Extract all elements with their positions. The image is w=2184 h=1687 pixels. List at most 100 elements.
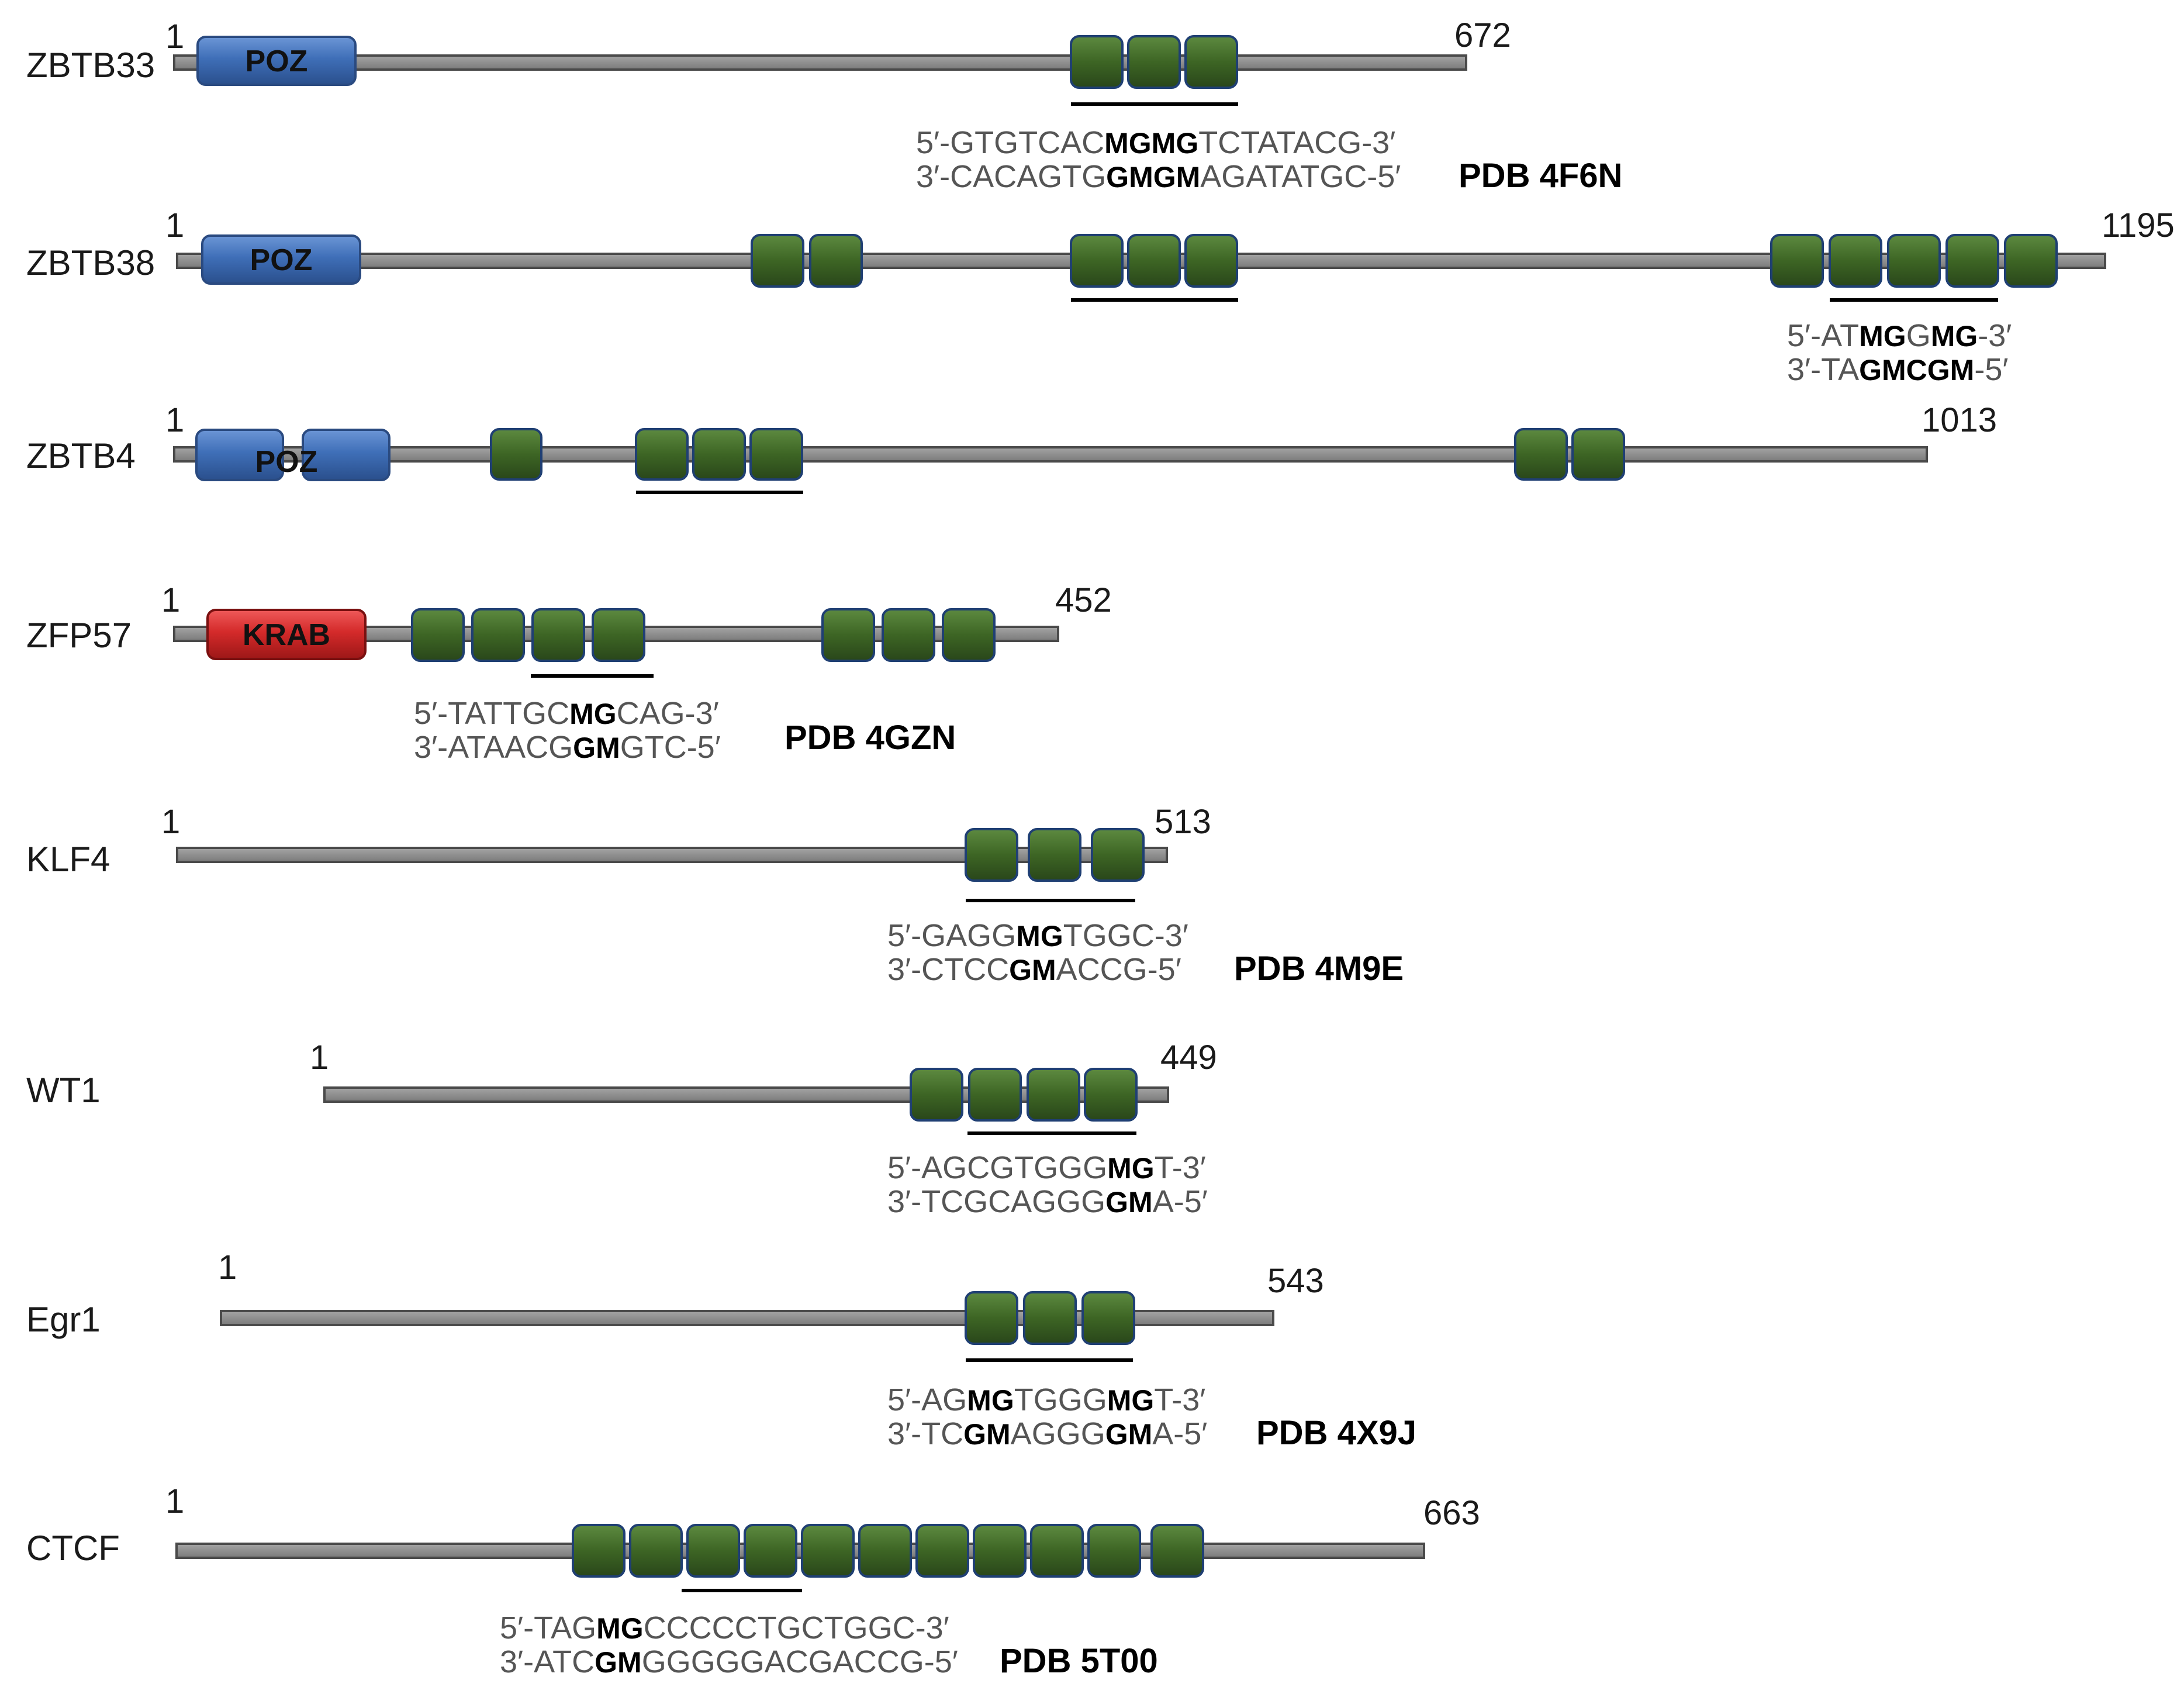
zinc-finger-cluster [1514, 428, 1625, 481]
zinc-finger-cluster [411, 608, 645, 662]
zinc-finger [1571, 428, 1625, 481]
zinc-finger [1081, 1291, 1135, 1345]
protein-name: ZBTB33 [26, 46, 155, 85]
dna-sequence-bottom: 3′-TCGCAGGGGMA-5′ [887, 1184, 1208, 1219]
end-residue: 449 [1160, 1039, 1217, 1077]
dna-sequence-top: 5′-TAGMGCCCCCTGCTGGC-3′ [500, 1610, 949, 1645]
zinc-finger [1150, 1524, 1204, 1578]
protein-name: CTCF [26, 1529, 120, 1568]
protein-name: ZBTB38 [26, 243, 155, 282]
zinc-finger [751, 234, 804, 288]
protein-backbone [173, 446, 1928, 463]
zinc-finger [1070, 234, 1124, 288]
zinc-finger [1770, 234, 1824, 288]
end-residue: 1013 [1922, 401, 1997, 439]
zinc-finger-cluster [1070, 234, 1238, 288]
zinc-finger [1091, 828, 1145, 882]
zinc-finger-cluster [910, 1068, 1138, 1122]
zinc-finger [1030, 1524, 1084, 1578]
row-ctcf: CTCF 1 663 5′-TAGMGCCCCCTGCTGGC-3′ 3′-AT… [26, 1482, 1480, 1680]
dna-sequence-top: 5′-ATMGGMG-3′ [1787, 318, 2012, 353]
zinc-finger [968, 1068, 1022, 1122]
dna-sequence-bottom: 3′-CACAGTGGMGMAGATATGC-5′ [916, 159, 1401, 194]
zinc-finger [1887, 234, 1941, 288]
zinc-finger [686, 1524, 740, 1578]
zinc-finger [965, 1291, 1018, 1345]
poz-domain: POZ [195, 429, 391, 481]
end-residue: 452 [1055, 581, 1112, 619]
zinc-finger [2004, 234, 2058, 288]
zinc-finger [692, 428, 746, 481]
end-residue: 543 [1267, 1262, 1324, 1300]
zinc-finger [411, 608, 465, 662]
pdb-id: PDB 4X9J [1256, 1414, 1416, 1452]
domain-label: POZ [250, 243, 313, 277]
pdb-id: PDB 4F6N [1459, 157, 1622, 195]
dna-sequence-bottom: 3′-TAGMCGM-5′ [1787, 352, 2008, 387]
protein-name: ZBTB4 [26, 436, 136, 475]
domain-label: POZ [246, 44, 308, 78]
zinc-finger [1945, 234, 1999, 288]
zinc-finger [801, 1524, 855, 1578]
poz-domain: POZ [201, 234, 361, 285]
dna-sequence-bottom: 3′-TCGMAGGGGMA-5′ [887, 1416, 1207, 1451]
protein-name: ZFP57 [26, 616, 132, 655]
start-residue: 1 [165, 401, 184, 439]
domain-label: KRAB [243, 618, 330, 652]
zinc-finger [821, 608, 875, 662]
start-residue: 1 [161, 581, 180, 619]
protein-backbone [176, 847, 1168, 863]
zinc-finger [744, 1524, 797, 1578]
start-residue: 1 [161, 803, 180, 841]
zinc-finger [882, 608, 935, 662]
poz-domain: POZ [196, 36, 357, 86]
zinc-finger [973, 1524, 1027, 1578]
protein-name: Egr1 [26, 1300, 101, 1339]
row-egr1: Egr1 1 543 5′-AGMGTGGGMGT-3′ 3′-TCGMAGGG… [26, 1248, 1416, 1452]
zinc-finger [635, 428, 689, 481]
zinc-finger [809, 234, 863, 288]
protein-name: WT1 [26, 1071, 101, 1110]
row-zbtb4: ZBTB4 1 1013 POZ [26, 401, 1997, 494]
row-klf4: KLF4 1 513 5′-GAGGMGTGGC-3′ 3′-CTCCGMACC… [26, 803, 1404, 988]
dna-sequence-top: 5′-AGCGTGGGMGT-3′ [887, 1150, 1206, 1185]
start-residue: 1 [165, 18, 184, 56]
pdb-id: PDB 4GZN [785, 719, 956, 757]
row-zfp57: ZFP57 1 452 KRAB 5′-TATTGCMGCAG-3′ 3′-AT… [26, 581, 1112, 765]
dna-sequence-top: 5′-GAGGMGTGGC-3′ [887, 918, 1188, 953]
protein-name: KLF4 [26, 840, 110, 879]
zinc-finger-cluster [490, 428, 542, 481]
zinc-finger [1127, 234, 1181, 288]
zinc-finger-cluster [965, 828, 1145, 882]
dna-sequence-top: 5′-GTGTCACMGMGTCTATACG-3′ [916, 125, 1395, 160]
zinc-finger-cluster [965, 1291, 1135, 1345]
pdb-id: PDB 4M9E [1234, 950, 1404, 988]
zinc-finger [1087, 1524, 1141, 1578]
zinc-finger [572, 1524, 626, 1578]
zinc-finger [965, 828, 1018, 882]
zinc-finger [1127, 35, 1181, 89]
zinc-finger [858, 1524, 912, 1578]
start-residue: 1 [165, 1482, 184, 1520]
protein-backbone [173, 54, 1467, 71]
zinc-finger [471, 608, 525, 662]
zinc-finger-cluster [821, 608, 996, 662]
end-residue: 513 [1155, 803, 1211, 841]
dna-sequence-bottom: 3′-ATCGMGGGGGACGACCG-5′ [500, 1644, 958, 1679]
zinc-finger [915, 1524, 969, 1578]
zinc-finger [1514, 428, 1568, 481]
zinc-finger [1023, 1291, 1077, 1345]
end-residue: 663 [1423, 1494, 1480, 1532]
zinc-finger [1028, 828, 1081, 882]
row-zbtb38: ZBTB38 1 1195 POZ 5′-ATMGGMG-3′ 3′-TAGMC… [26, 206, 2175, 387]
zinc-finger-cluster [1770, 234, 2058, 288]
zinc-finger [942, 608, 996, 662]
zinc-finger [910, 1068, 963, 1122]
dna-sequence-bottom: 3′-ATAACGGMGTC-5′ [414, 730, 721, 765]
end-residue: 672 [1454, 16, 1511, 54]
krab-domain: KRAB [206, 609, 367, 660]
dna-sequence-bottom: 3′-CTCCGMACCG-5′ [887, 952, 1181, 987]
zinc-finger [531, 608, 585, 662]
zinc-finger-cluster [635, 428, 803, 481]
